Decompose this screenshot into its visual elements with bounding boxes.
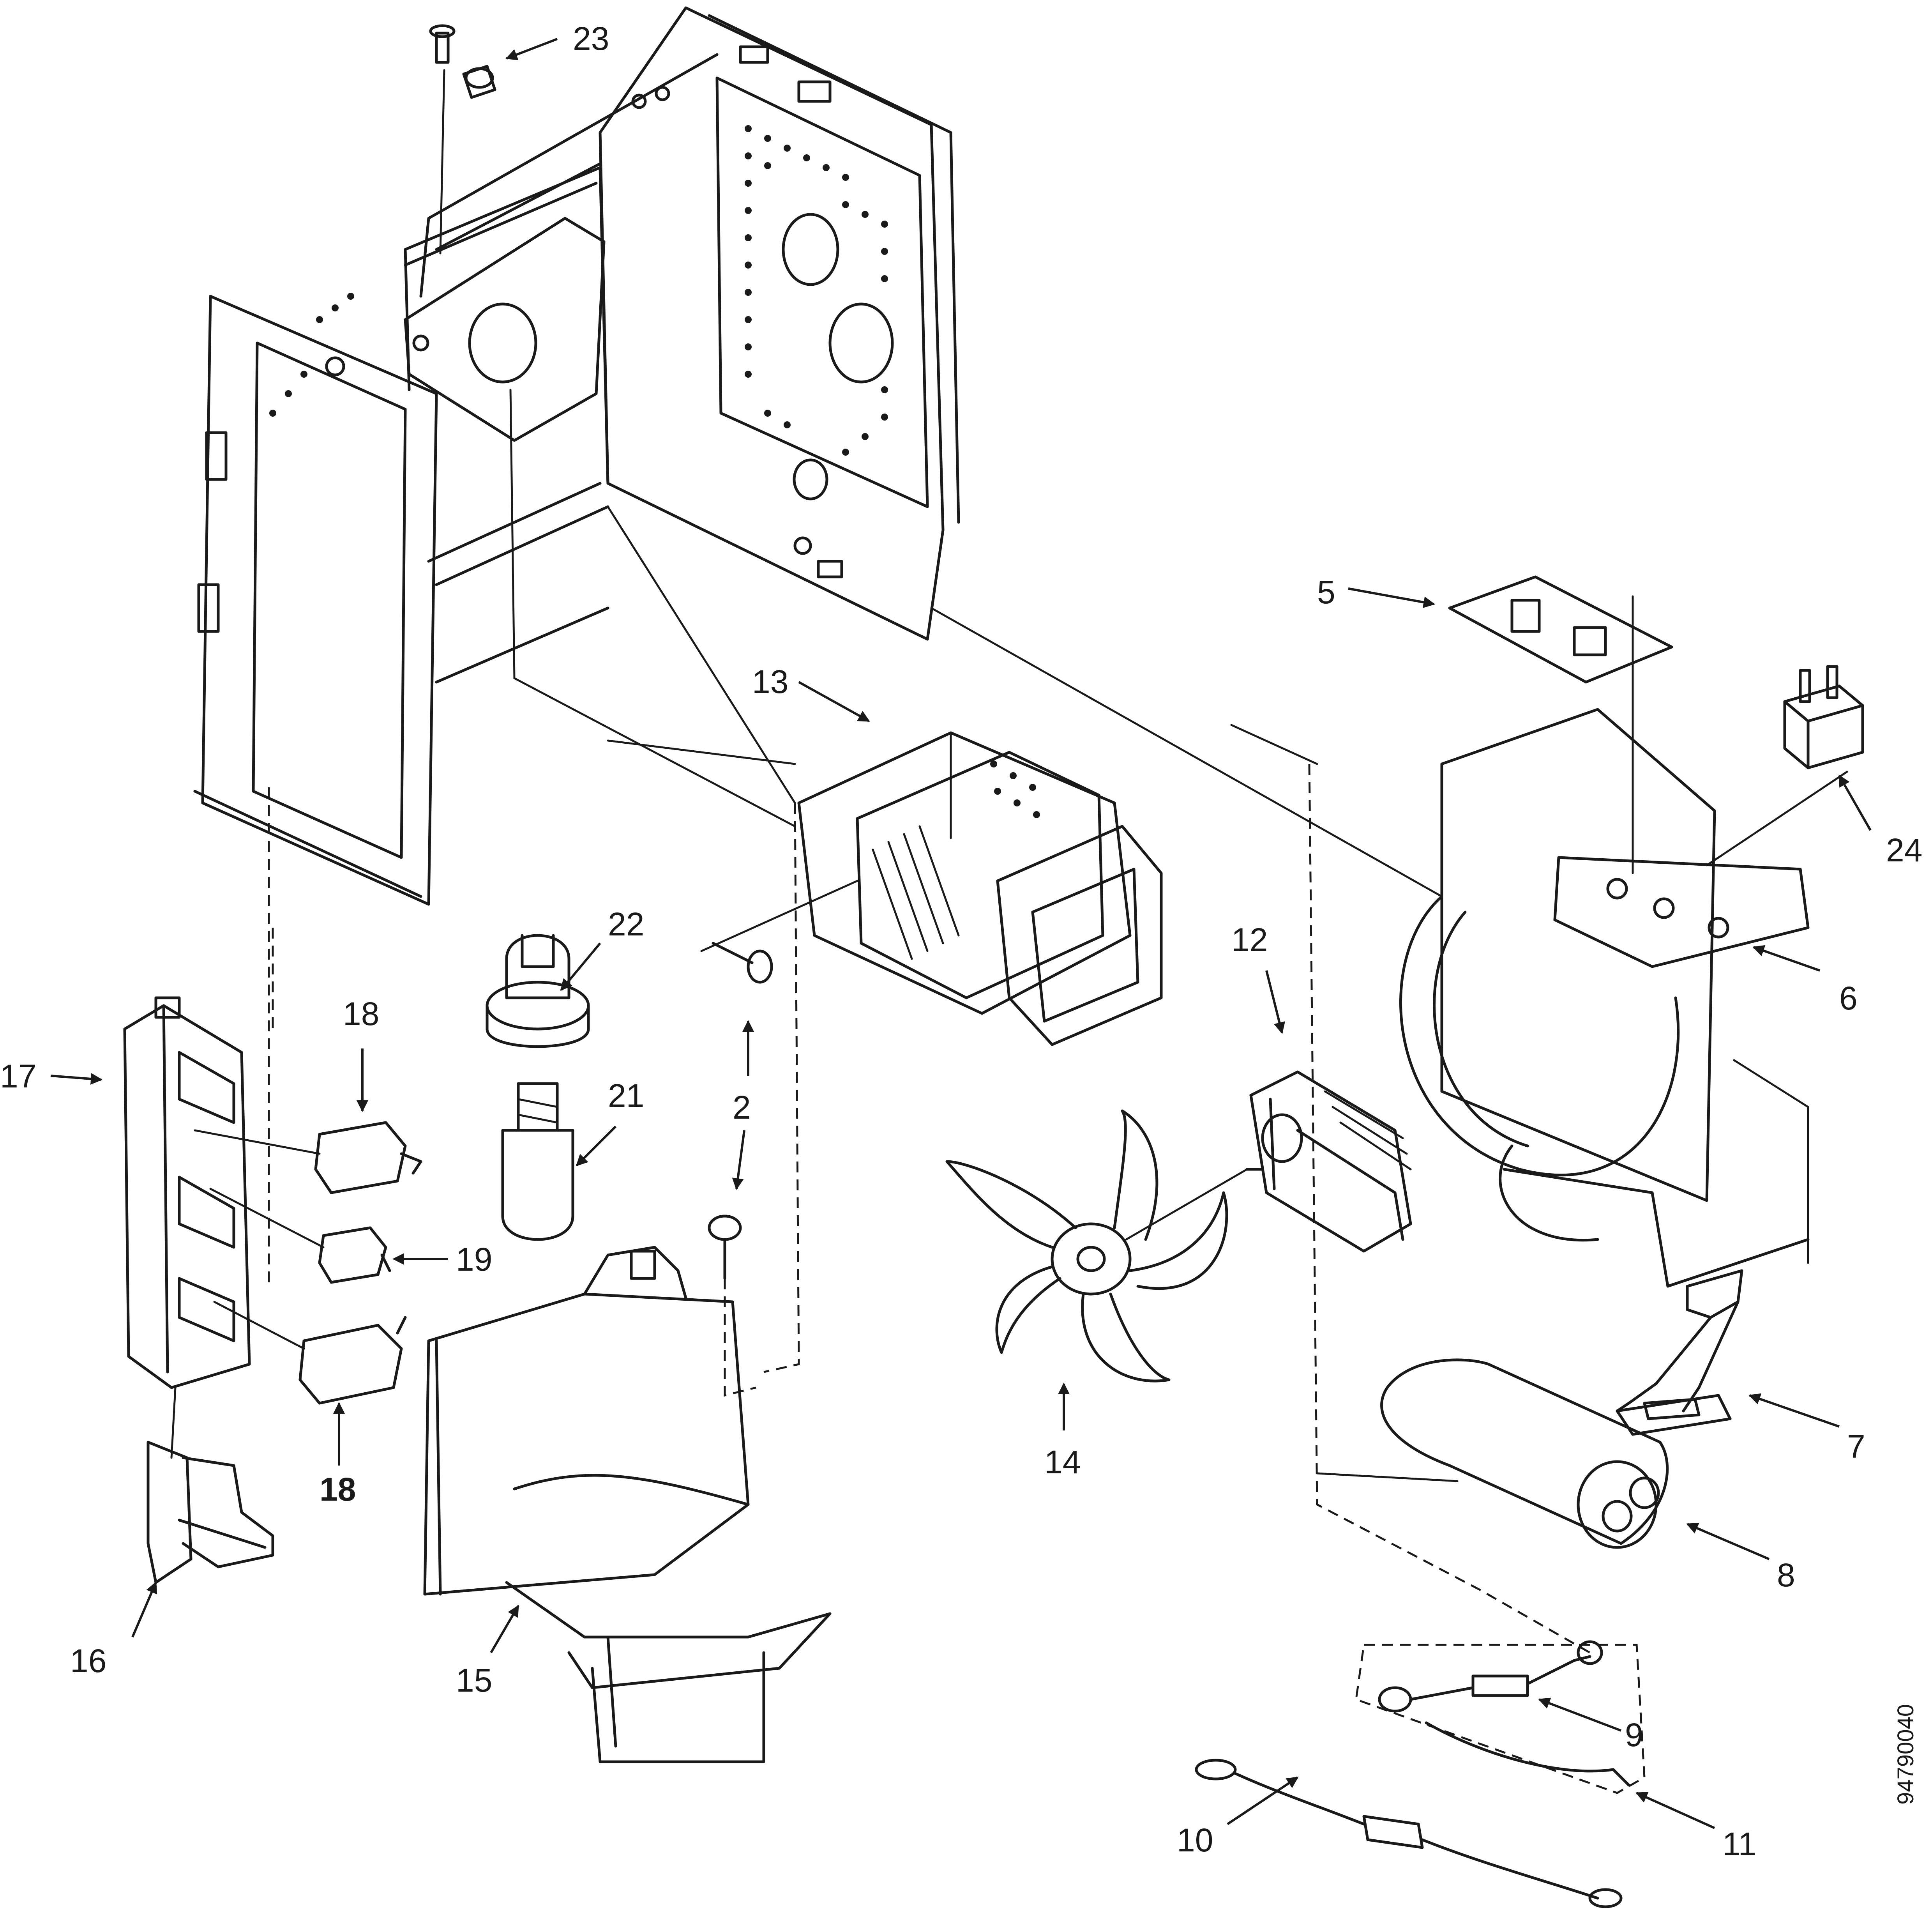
label-15: 15 bbox=[456, 1662, 492, 1699]
label-5: 5 bbox=[1317, 574, 1335, 610]
assembly-guide-lines bbox=[272, 389, 1591, 1654]
screws-2 bbox=[700, 880, 858, 1397]
label-10: 10 bbox=[1177, 1822, 1213, 1858]
control-pcb-5 bbox=[1448, 575, 1673, 874]
latch-hook-16 bbox=[147, 1441, 274, 1584]
label-21: 21 bbox=[608, 1077, 644, 1114]
label-19: 19 bbox=[456, 1241, 492, 1278]
label-18-upper: 18 bbox=[343, 995, 379, 1032]
relay-24 bbox=[1706, 665, 1864, 866]
callout-leaders bbox=[50, 38, 1872, 1829]
micro-switch-18-upper bbox=[194, 1121, 422, 1194]
air-guide-duct-15 bbox=[423, 1246, 832, 1763]
label-23: 23 bbox=[573, 20, 609, 57]
label-11: 11 bbox=[1722, 1826, 1756, 1862]
oven-cavity-chassis bbox=[193, 6, 960, 906]
micro-switch-19 bbox=[209, 1188, 391, 1284]
micro-switch-18-lower bbox=[213, 1301, 407, 1405]
hv-diode-harness-9 bbox=[1355, 1640, 1646, 1794]
hv-capacitor-8 bbox=[1316, 1358, 1669, 1549]
lamp-bulb-21 bbox=[501, 1082, 574, 1241]
fuse-wire-10 bbox=[1195, 1759, 1623, 1908]
fan-housing-bracket-6 bbox=[1399, 708, 1810, 1288]
label-16: 16 bbox=[70, 1642, 106, 1679]
label-17: 17 bbox=[0, 1058, 36, 1094]
capacitor-bracket-7 bbox=[1616, 1269, 1743, 1436]
label-6: 6 bbox=[1839, 980, 1858, 1017]
label-13: 13 bbox=[752, 663, 788, 700]
label-14: 14 bbox=[1044, 1444, 1081, 1480]
label-12: 12 bbox=[1231, 921, 1268, 958]
fan-blade-14 bbox=[945, 1109, 1248, 1383]
magnetron-13 bbox=[797, 731, 1163, 1046]
label-9: 9 bbox=[1625, 1717, 1643, 1753]
label-24: 24 bbox=[1886, 832, 1922, 868]
label-8: 8 bbox=[1777, 1557, 1795, 1593]
lamp-socket-22 bbox=[486, 934, 590, 1048]
part-labels: 23 5 13 24 22 12 6 18 17 21 2 19 18 14 7… bbox=[0, 20, 1922, 1862]
fan-motor-12 bbox=[1245, 1070, 1412, 1253]
label-18-lower: 18 bbox=[320, 1471, 356, 1508]
label-7: 7 bbox=[1847, 1428, 1865, 1465]
thermal-cutout-23 bbox=[429, 24, 496, 255]
latch-assembly-17 bbox=[123, 787, 270, 1459]
label-2: 2 bbox=[733, 1089, 751, 1126]
label-22: 22 bbox=[608, 906, 644, 942]
figure-code: 94790040 bbox=[1893, 1704, 1918, 1805]
